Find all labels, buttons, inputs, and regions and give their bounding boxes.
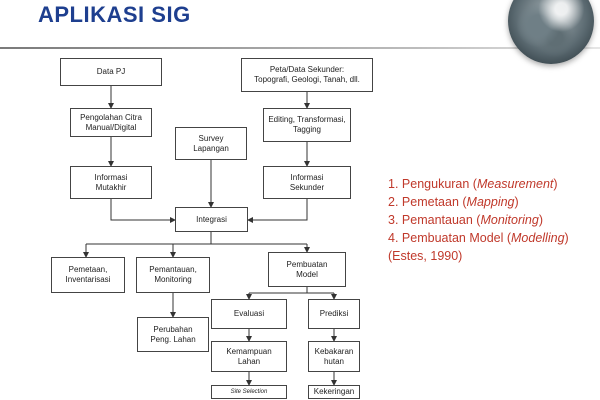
legend-list: 1. Pengukuran (Measurement) 2. Pemetaan … — [388, 175, 598, 265]
node-data-pj: Data PJ — [60, 58, 162, 86]
node-peta-sekunder: Peta/Data Sekunder: Topografi, Geologi, … — [241, 58, 373, 92]
node-pemetaan: Pemetaan, Inventarisasi — [51, 257, 125, 293]
legend-item: 1. Pengukuran (Measurement) — [388, 177, 558, 191]
node-informasi-mutakhir: Informasi Mutakhir — [70, 166, 152, 199]
node-kemampuan-lahan: Kemampuan Lahan — [211, 341, 287, 372]
node-pengolahan-citra: Pengolahan Citra Manual/Digital — [70, 108, 152, 137]
node-perubahan-lahan: Perubahan Peng. Lahan — [137, 317, 209, 352]
node-pembuatan-model: Pembuatan Model — [268, 252, 346, 287]
connector-informasi-integrasi — [247, 199, 308, 223]
node-kekeringan: Kekeringan — [308, 385, 360, 399]
node-integrasi: Integrasi — [175, 207, 248, 232]
title-divider — [0, 47, 600, 49]
page-title: APLIKASI SIG — [38, 2, 191, 27]
node-survey-lapangan: Survey Lapangan — [175, 127, 247, 160]
legend-item: 2. Pemetaan (Mapping) — [388, 195, 519, 209]
node-editing: Editing, Transformasi, Tagging — [263, 108, 351, 142]
node-site-selection: Site Selection — [211, 385, 287, 399]
legend-item: 3. Pemantauan (Monitoring) — [388, 213, 543, 227]
node-prediksi: Prediksi — [308, 299, 360, 329]
node-kebakaran-hutan: Kebakaran hutan — [308, 341, 360, 372]
legend-citation: (Estes, 1990) — [388, 249, 463, 263]
node-pemantauan: Pemantauan, Monitoring — [136, 257, 210, 293]
node-evaluasi: Evaluasi — [211, 299, 287, 329]
legend-item: 4. Pembuatan Model (Modelling) — [388, 231, 569, 245]
connector-mutakhir-integrasi — [110, 199, 176, 223]
node-informasi-sekunder: Informasi Sekunder — [263, 166, 351, 199]
